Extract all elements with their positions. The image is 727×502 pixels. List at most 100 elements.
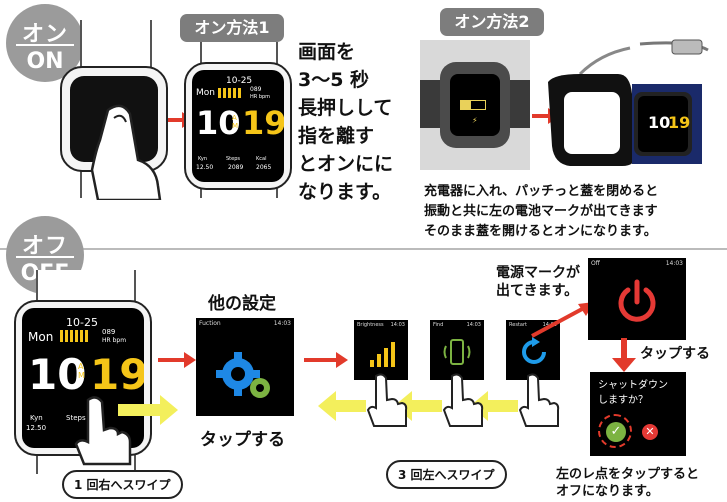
watch-date: 10-25: [66, 316, 98, 329]
watch-hr-unit: HR bpm: [250, 94, 271, 100]
section-divider: [0, 248, 727, 250]
note-line: 左のレ点をタップすると: [556, 467, 700, 482]
tap-label-2: タップする: [640, 346, 710, 362]
restart-screen[interactable]: Restart 14:03: [506, 320, 560, 380]
charger-cable-icon: 10 19: [548, 39, 709, 166]
watch-steps-value: 2089: [228, 164, 244, 171]
swipe-left-arrow: [470, 391, 518, 421]
screen-title: Brightness: [357, 322, 384, 328]
arrow-to-method1: [168, 112, 194, 128]
tap-label: タップする: [200, 430, 285, 450]
swipe-finger-icon: [74, 396, 132, 466]
watch-face-off: 10-25 Mon 089 HR bpm 10 AM 19 Kyn 12.50 …: [14, 300, 152, 456]
swipe-finger-icon: [518, 373, 560, 427]
screen-time: 14:03: [273, 320, 291, 327]
off-screen[interactable]: Off 14:03: [588, 258, 686, 340]
note-line: オフになります。: [556, 484, 659, 499]
function-screen[interactable]: Fuction 14:03: [196, 318, 294, 416]
step-line: 3〜5 秒: [298, 69, 370, 91]
watch-hr: 089: [250, 86, 262, 93]
prompt-line: シャットダウン: [598, 380, 668, 391]
battery-bars: [60, 330, 90, 342]
find-phone-icon: [443, 339, 471, 365]
on-badge-jp: オン: [21, 22, 68, 47]
swipe-left-arrow: [318, 391, 366, 421]
screen-title: Off: [591, 260, 600, 267]
watch-date: 10-25: [226, 76, 253, 86]
watch-km-value: 12.50: [196, 164, 214, 171]
watch-hour: 10: [196, 104, 241, 142]
on-badge: オン ON: [6, 4, 84, 82]
swipe-right-label: 1 回右へスワイプ: [62, 470, 183, 499]
screen-time: 14:03: [390, 322, 405, 328]
battery-icon: [460, 100, 486, 110]
screen-header: Find 14:03: [433, 322, 481, 328]
brightness-screen[interactable]: Brightness 14:03: [354, 320, 408, 380]
watch-kcal-label: Kcal: [256, 156, 267, 162]
watch-km-label: Kyn: [198, 156, 208, 162]
svg-text:10: 10: [648, 113, 670, 132]
watch-screen: 10-25 Mon 089 HR bpm 10 AM 19 Kyn 12.50 …: [22, 308, 144, 448]
watch-km-value: 12.50: [26, 424, 47, 432]
cancel-x-icon[interactable]: ✕: [642, 424, 658, 440]
brightness-bars-icon: [370, 342, 395, 367]
note-line: 充電器に入れ、パッチっと蓋を閉めると: [424, 184, 659, 199]
press-finger-icon: [90, 104, 162, 200]
other-settings-title: 他の設定: [208, 294, 276, 314]
charger-photo-1: ⚡: [420, 40, 530, 170]
on-badge-en: ON: [26, 49, 64, 74]
watch-km-label: Kyn: [30, 414, 43, 422]
shutdown-text: シャットダウン しますか？: [598, 378, 668, 408]
charge-bolt-icon: ⚡: [472, 116, 478, 125]
watch-day: Mon: [196, 88, 215, 98]
swipe-left-label: 3 回左へスワイプ: [386, 460, 507, 489]
swipe-finger-icon: [442, 373, 484, 427]
final-note: 左のレ点をタップすると オフになります。: [556, 466, 699, 500]
screen-header: Off 14:03: [591, 260, 683, 267]
battery-bars: [218, 88, 242, 98]
watch-face: 10-25 Mon 089 HR bpm 10 AM 19 Kyn 12.50 …: [184, 62, 292, 190]
power-icon[interactable]: [614, 276, 660, 326]
charger-photo-2: 10 19: [540, 34, 710, 174]
caption-line: 電源マークが: [496, 265, 580, 281]
step-line: 指を離す: [298, 125, 375, 147]
watch-minute: 19: [90, 350, 144, 399]
watch-strap-top: [36, 270, 136, 304]
highlight-circle: [598, 414, 632, 448]
prompt-line: しますか？: [598, 395, 648, 406]
watch-am: AM: [78, 362, 85, 380]
caption-line: 出てきます。: [496, 283, 579, 299]
watch-hr: 089: [102, 328, 116, 336]
method1-title: オン方法1: [180, 14, 284, 42]
method1-instructions: 画面を 3〜5 秒 長押しして 指を離す とオンにに なります。: [298, 38, 408, 206]
step-line: とオンにに: [298, 153, 394, 175]
watch-steps-label: Steps: [66, 414, 86, 422]
watch-screen: 10-25 Mon 089 HR bpm 10 AM 19 Kyn 12.50 …: [192, 70, 284, 182]
arrow-to-brightness: [304, 352, 348, 368]
arrow-to-function: [158, 352, 196, 368]
watch-strap-top: [80, 20, 152, 72]
power-caption: 電源マークが 出てきます。: [496, 264, 580, 300]
watch-day: Mon: [28, 330, 54, 344]
charging-screen: [450, 74, 500, 136]
screen-header: Brightness 14:03: [357, 322, 405, 328]
badge-divider: [16, 256, 74, 258]
note-line: 振動と共に左の電池マークが出てきます: [424, 204, 658, 219]
screen-title: Fuction: [199, 320, 221, 327]
watch-steps-label: Steps: [226, 156, 240, 162]
watch-am: AM: [232, 114, 239, 130]
screen-time: 14:03: [466, 322, 481, 328]
restart-icon: [522, 337, 546, 364]
off-badge-jp: オフ: [21, 234, 68, 259]
find-screen[interactable]: Find 14:03: [430, 320, 484, 380]
screen-title: Restart: [509, 322, 527, 328]
gear-icon: [216, 352, 270, 398]
step-line: 画面を: [298, 41, 356, 63]
badge-divider: [16, 44, 74, 46]
step-line: 長押しして: [298, 97, 393, 119]
watch-hr-unit: HR bpm: [102, 337, 127, 344]
watch-hour: 10: [28, 350, 87, 399]
screen-header: Fuction 14:03: [199, 320, 291, 327]
arrow-down: [612, 338, 636, 372]
step-line: なります。: [298, 181, 392, 203]
